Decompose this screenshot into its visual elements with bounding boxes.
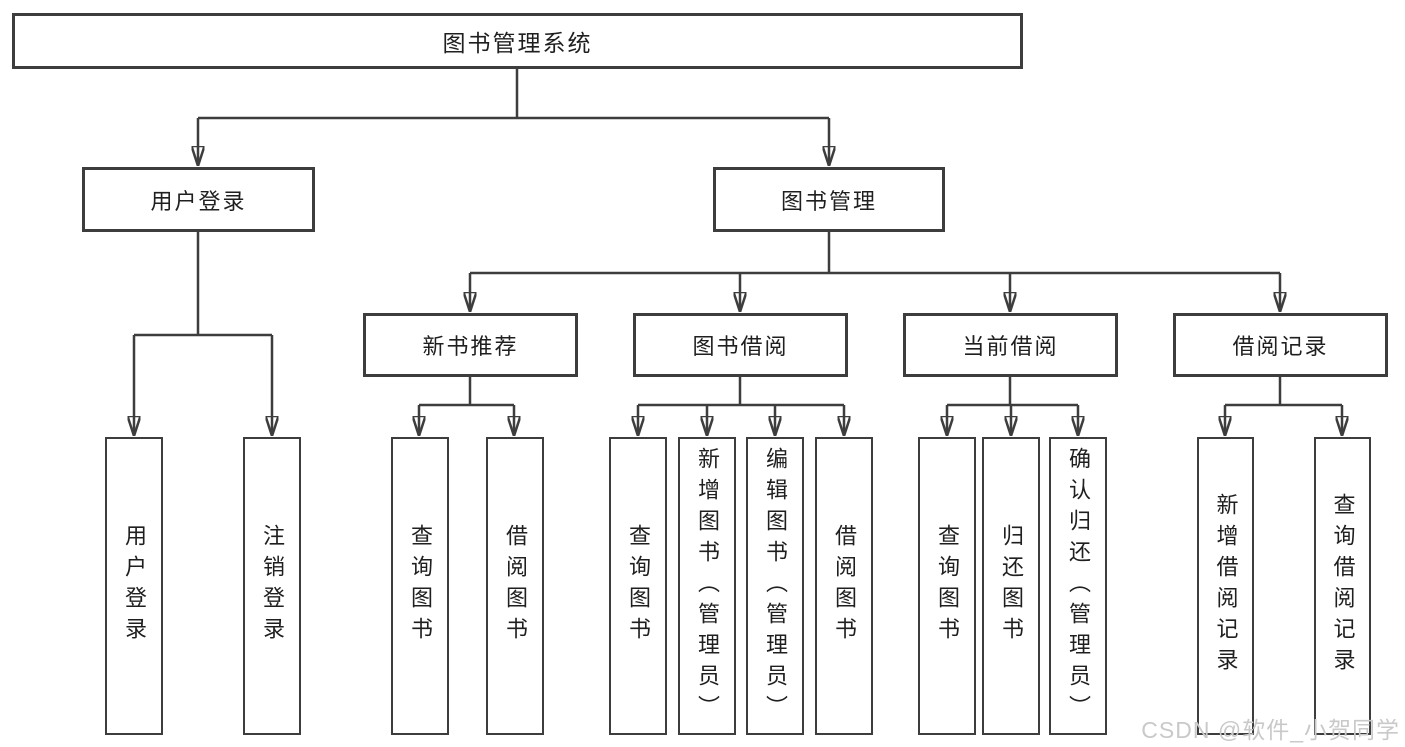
connector-book-management-branch (470, 232, 1280, 311)
connector-user-login-branch (134, 232, 272, 435)
connector-root-to-level2 (198, 69, 829, 165)
leaf-user-login: 用户登录 (105, 437, 163, 735)
leaf-edit-book-admin: 编辑图书（管理员） (746, 437, 804, 735)
connector-borrow-records (1225, 377, 1342, 435)
connector-book-borrow (638, 377, 844, 435)
node-current-borrow: 当前借阅 (903, 313, 1118, 377)
node-user-login: 用户登录 (82, 167, 315, 232)
leaf-query-borrow-record: 查询借阅记录 (1314, 437, 1371, 735)
connector-new-book-recommend (419, 377, 514, 435)
node-root: 图书管理系统 (12, 13, 1023, 69)
leaf-query-books-recommend: 查询图书 (391, 437, 449, 735)
leaf-logout: 注销登录 (243, 437, 301, 735)
node-new-book-recommend: 新书推荐 (363, 313, 578, 377)
node-book-borrow: 图书借阅 (633, 313, 848, 377)
node-borrow-records: 借阅记录 (1173, 313, 1388, 377)
leaf-add-book-admin: 新增图书（管理员） (678, 437, 736, 735)
node-book-management: 图书管理 (713, 167, 945, 232)
leaf-borrow-books-borrow: 借阅图书 (815, 437, 873, 735)
leaf-return-book: 归还图书 (982, 437, 1040, 735)
leaf-add-borrow-record: 新增借阅记录 (1197, 437, 1254, 735)
leaf-query-books-current: 查询图书 (918, 437, 976, 735)
leaf-query-books-borrow: 查询图书 (609, 437, 667, 735)
leaf-confirm-return-admin: 确认归还（管理员） (1049, 437, 1107, 735)
leaf-borrow-books-recommend: 借阅图书 (486, 437, 544, 735)
connector-current-borrow (947, 377, 1078, 435)
